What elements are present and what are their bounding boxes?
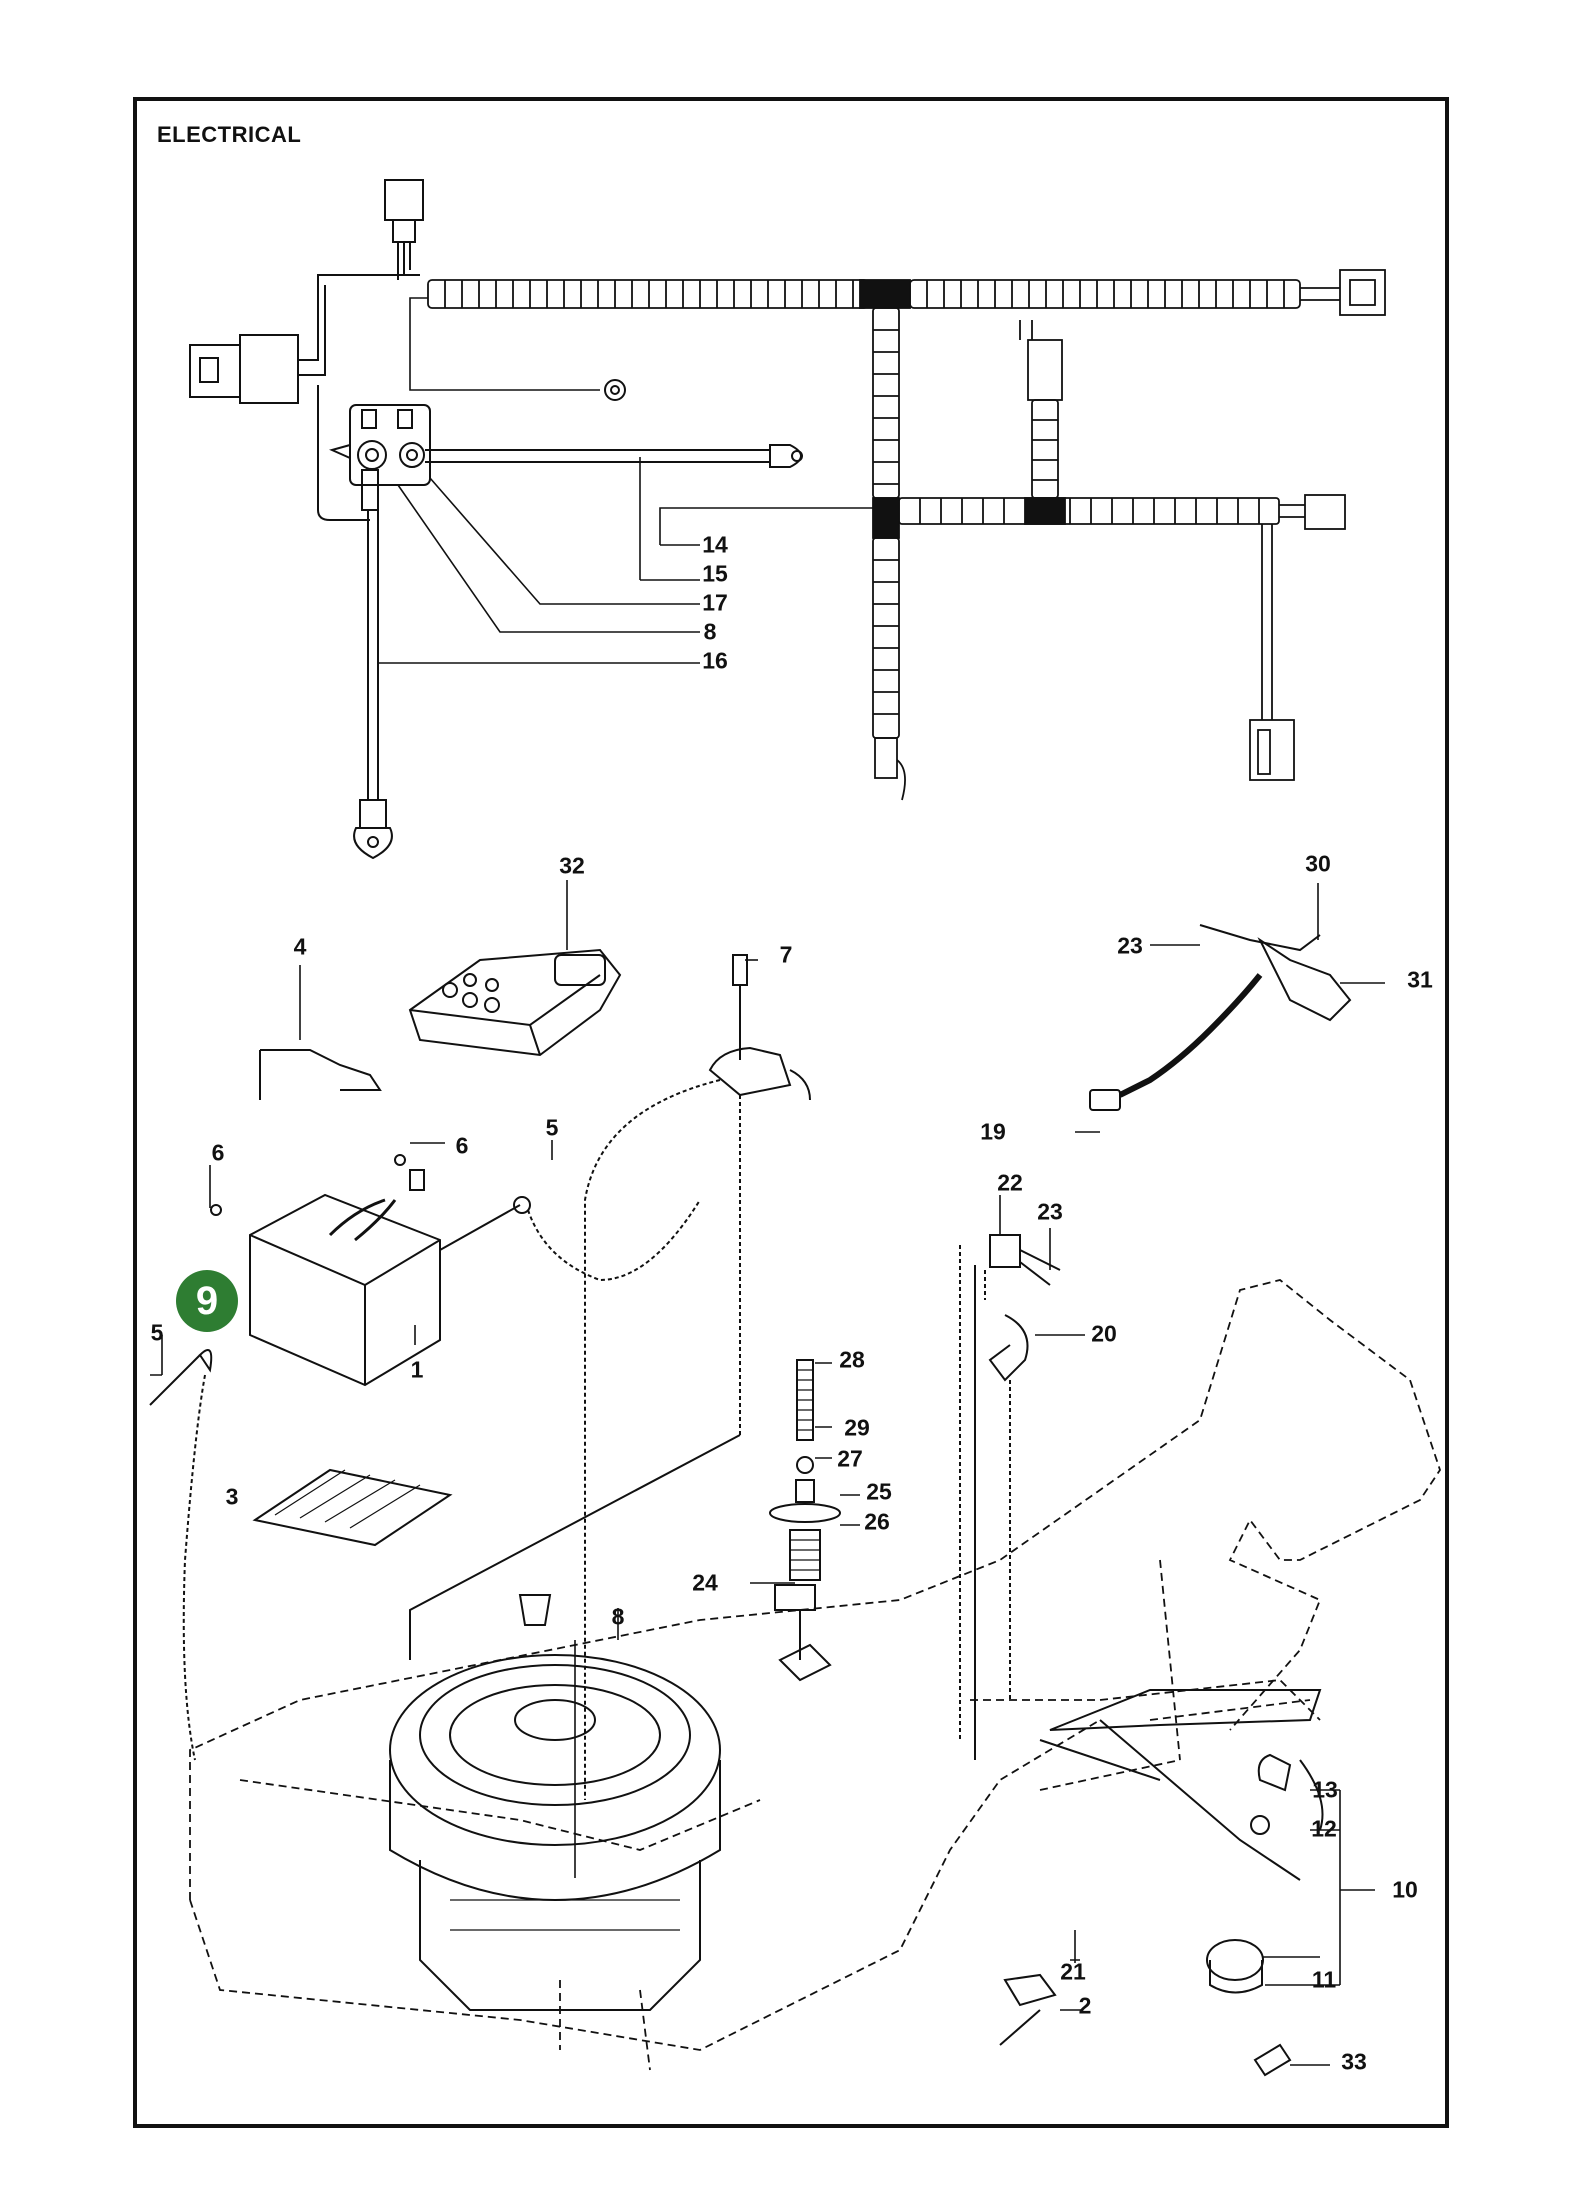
battery-assembly bbox=[149, 948, 811, 1800]
callout-11: 11 bbox=[1311, 1966, 1337, 1993]
engine-outline bbox=[389, 1594, 721, 2011]
callout-8: 8 bbox=[703, 618, 717, 645]
callout-28: 28 bbox=[839, 1346, 865, 1373]
callout-12: 12 bbox=[1311, 1815, 1337, 1842]
callout-31: 31 bbox=[1407, 966, 1433, 993]
callout-23: 23 bbox=[1117, 932, 1143, 959]
callout-19: 19 bbox=[980, 1118, 1006, 1145]
callout-13: 13 bbox=[1312, 1776, 1338, 1803]
callout-27: 27 bbox=[837, 1445, 863, 1472]
callout-4: 4 bbox=[293, 933, 307, 960]
callout-20: 20 bbox=[1091, 1320, 1117, 1347]
callout-14: 14 bbox=[702, 531, 728, 558]
callout-leaders bbox=[150, 880, 1385, 2066]
callout-23: 23 bbox=[1037, 1198, 1063, 1225]
callout-25: 25 bbox=[866, 1478, 892, 1505]
callout-17: 17 bbox=[702, 589, 728, 616]
callout-30: 30 bbox=[1305, 850, 1331, 877]
callout-15: 15 bbox=[702, 560, 728, 587]
callout-29: 29 bbox=[844, 1414, 870, 1441]
callout-26: 26 bbox=[864, 1508, 890, 1535]
callout-5: 5 bbox=[150, 1319, 164, 1346]
callout-33: 33 bbox=[1341, 2048, 1367, 2075]
callout-6: 6 bbox=[211, 1139, 225, 1166]
callout-2: 2 bbox=[1078, 1992, 1092, 2019]
callout-5: 5 bbox=[545, 1114, 559, 1141]
highlighted-part-badge: 9 bbox=[176, 1270, 238, 1332]
switch-assembly bbox=[769, 924, 1352, 2077]
callout-24: 24 bbox=[692, 1569, 718, 1596]
callout-21: 21 bbox=[1060, 1958, 1086, 1985]
diagram-title: ELECTRICAL bbox=[157, 122, 302, 147]
callout-1: 1 bbox=[410, 1356, 424, 1383]
callout-32: 32 bbox=[559, 852, 585, 879]
frame-rails bbox=[1039, 1689, 1324, 1881]
callout-22: 22 bbox=[997, 1169, 1023, 1196]
callout-6: 6 bbox=[455, 1132, 469, 1159]
callout-8: 8 bbox=[611, 1603, 625, 1630]
callout-10: 10 bbox=[1392, 1876, 1418, 1903]
main-wiring-harness bbox=[189, 179, 1386, 860]
diagram-frame bbox=[133, 97, 1449, 2128]
chassis-engine-outline bbox=[189, 1279, 1441, 2071]
callout-7: 7 bbox=[779, 941, 793, 968]
callout-3: 3 bbox=[225, 1483, 239, 1510]
callout-16: 16 bbox=[702, 647, 728, 674]
